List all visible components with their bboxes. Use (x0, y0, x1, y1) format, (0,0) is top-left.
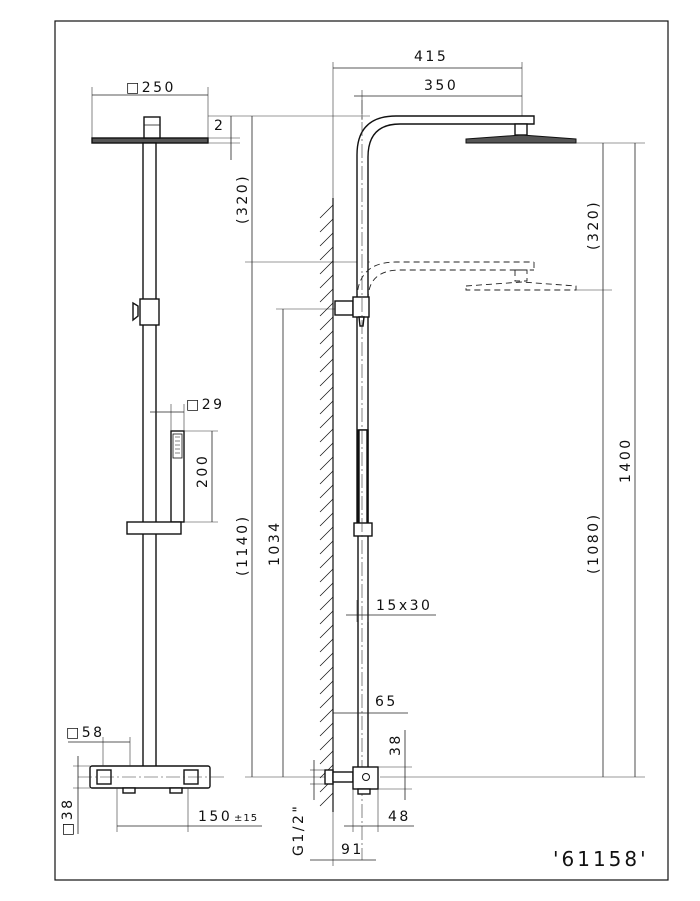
front-wall-bracket (139, 298, 160, 326)
side-shower-arm (356, 115, 535, 535)
side-head-height-label: (1080) (586, 512, 602, 574)
front-head-size-label: □250 (126, 80, 176, 96)
side-shower-head (465, 134, 577, 144)
front-head-offset-label: (320) (235, 174, 251, 224)
front-riser-pipe (142, 142, 157, 771)
drawing-frame (54, 20, 669, 881)
front-handshower-length-label: 200 (195, 454, 211, 488)
side-hand-shower-holder (353, 522, 373, 537)
front-inlet-spacing-label: 150 (198, 809, 232, 825)
side-rail-wall-distance-label: 65 (375, 694, 398, 710)
side-arm-lower-position (356, 261, 534, 301)
side-connection-thread-label: G1/2" (291, 804, 307, 856)
side-mixer-connection (324, 769, 334, 785)
side-wall-bracket (334, 300, 354, 316)
side-arm-projection-label: 415 (414, 49, 448, 65)
side-total-height-label: 1400 (618, 437, 634, 483)
front-head-thickness-label: 2 (214, 118, 225, 134)
side-arm-length-label: 350 (424, 78, 458, 94)
front-mixer-width-label: □58 (66, 725, 105, 741)
side-rail-section-label: 15x30 (376, 598, 432, 614)
front-bar-height-label: (1140) (235, 514, 251, 576)
side-bracket-height-label: 1034 (267, 520, 283, 566)
center-dimensions: (320) (1140) 1034 (208, 115, 370, 778)
side-thermostatic-mixer (352, 766, 379, 790)
side-view: 415 350 (320) (1080) (291, 49, 645, 866)
front-hand-shower-holder (126, 521, 182, 535)
front-inlet-tolerance-label: ±15 (234, 813, 258, 824)
side-inlet-depth-label: 91 (341, 842, 364, 858)
front-handshower-size-label: □29 (186, 397, 225, 413)
drawing-code: '61158' (553, 847, 649, 871)
front-mixer-depth-label: □38 (60, 797, 76, 836)
side-hand-shower (358, 429, 368, 526)
front-view: □250 2 □29 200 (60, 80, 262, 836)
side-head-offset-label: (320) (586, 200, 602, 250)
front-shower-head (91, 137, 209, 144)
side-mixer-projection-label: 48 (388, 809, 411, 825)
front-head-connector (143, 116, 161, 139)
side-mixer-height-label: 38 (388, 733, 404, 756)
